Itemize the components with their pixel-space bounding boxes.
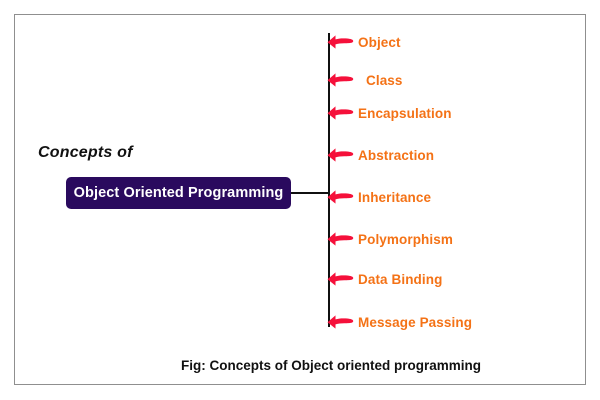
root-node-object-oriented-programming: Object Oriented Programming	[66, 177, 291, 209]
branch-item: Data Binding	[326, 268, 442, 290]
branch-item: Abstraction	[326, 144, 434, 166]
pointing-hand-left-icon	[327, 73, 354, 87]
root-to-trunk-connector-line	[291, 192, 330, 194]
branch-label: Message Passing	[358, 314, 473, 330]
pointing-hand-left-icon	[327, 315, 354, 329]
branch-item: Inheritance	[326, 186, 431, 208]
pointing-hand-left-icon	[327, 232, 354, 246]
concepts-of-title: Concepts of	[38, 144, 133, 161]
pointing-hand-left-icon	[327, 106, 354, 120]
pointing-hand-left-icon	[327, 190, 354, 204]
branch-item: Message Passing	[326, 311, 472, 333]
pointing-hand-left-icon	[327, 35, 354, 49]
branch-label: Polymorphism	[358, 231, 453, 247]
figure-caption-text: Fig: Concepts of Object oriented program…	[180, 358, 481, 373]
branch-label: Encapsulation	[358, 105, 452, 121]
branch-label: Data Binding	[358, 271, 443, 287]
branch-item: Encapsulation	[326, 102, 452, 124]
branch-label: Abstraction	[358, 147, 435, 163]
branch-item: Class	[326, 69, 403, 91]
branch-item: Polymorphism	[326, 228, 453, 250]
vertical-trunk-line	[328, 33, 330, 327]
root-node-label: Object Oriented Programming	[73, 185, 284, 201]
pointing-hand-left-icon	[327, 148, 354, 162]
branch-label: Object	[358, 34, 401, 50]
branch-label: Inheritance	[358, 189, 432, 205]
figure-caption: Fig: Concepts of Object oriented program…	[0, 358, 600, 373]
branch-label: Class	[366, 72, 403, 88]
branch-item: Object	[326, 31, 401, 53]
pointing-hand-left-icon	[327, 272, 354, 286]
